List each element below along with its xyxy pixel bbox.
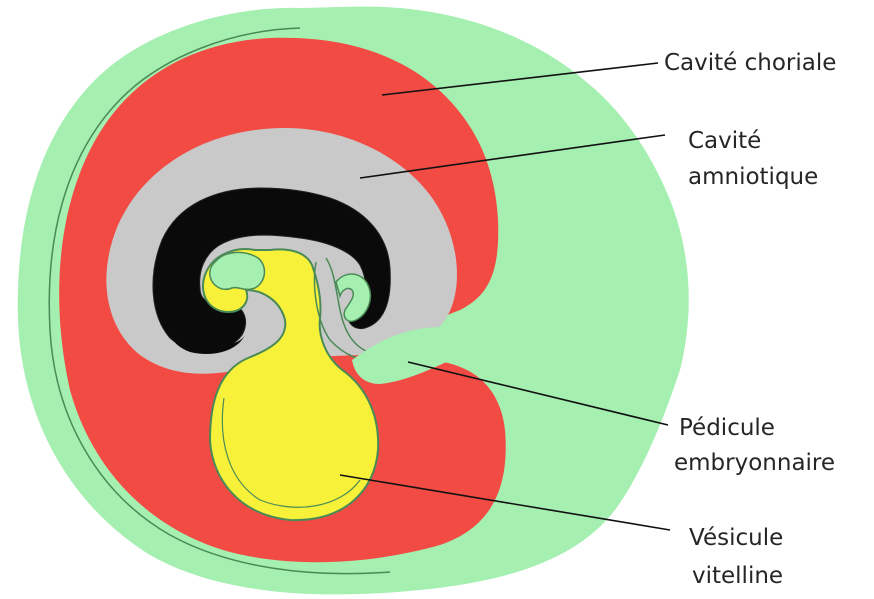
label-cavite-amniotique-line2: amniotique: [688, 162, 818, 192]
label-cavite-amniotique-line1: Cavité: [688, 126, 761, 156]
label-pedicule-line1: Pédicule: [679, 413, 775, 443]
label-vesicule-line2: vitelline: [692, 561, 783, 591]
label-pedicule-line2: embryonnaire: [674, 448, 835, 478]
label-cavite-choriale: Cavité choriale: [664, 48, 836, 78]
label-vesicule-line1: Vésicule: [689, 523, 783, 553]
